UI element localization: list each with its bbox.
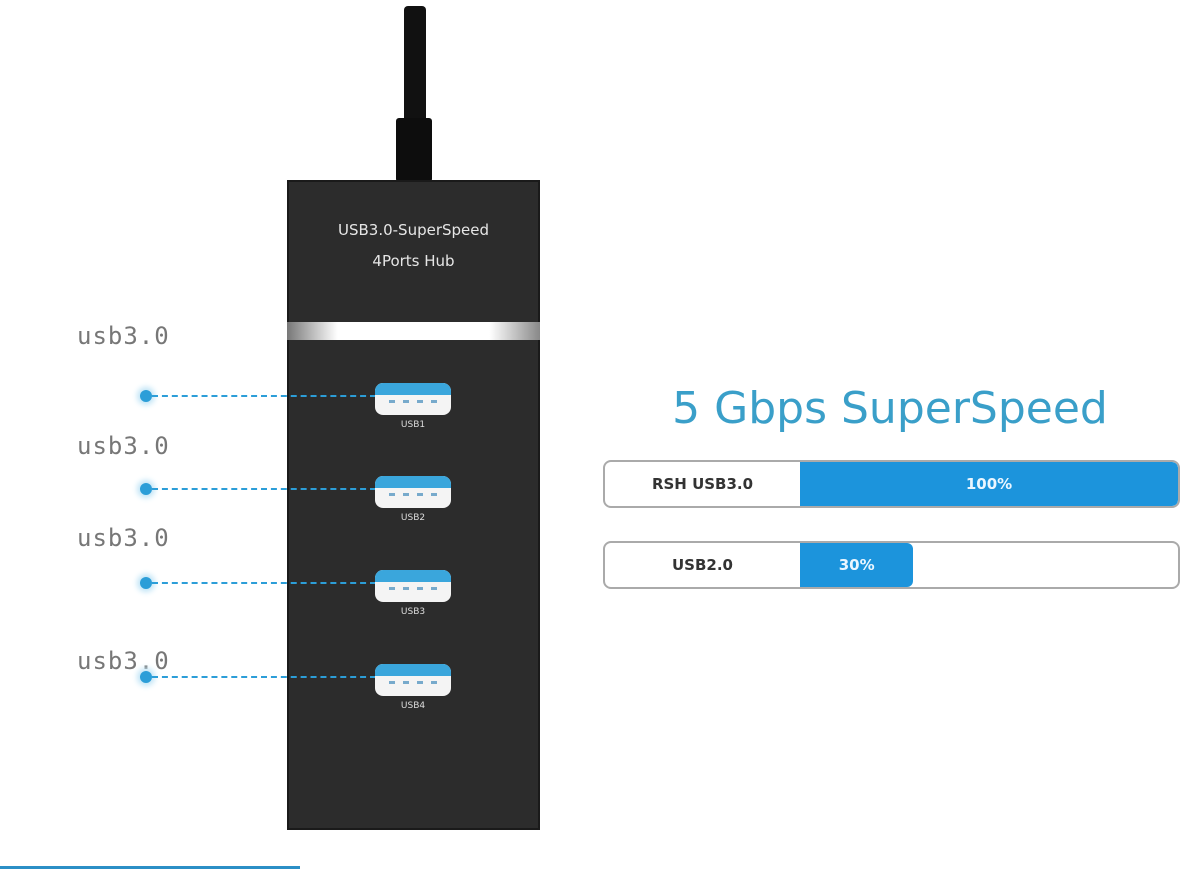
connector-dot-icon	[140, 577, 152, 589]
usb-port	[375, 664, 451, 696]
connector-dot-icon	[140, 390, 152, 402]
decorative-line	[0, 866, 300, 869]
port-label: USB1	[400, 420, 426, 430]
dashed-connector-line	[152, 488, 376, 490]
port-type-label: usb3.0	[77, 322, 170, 350]
bar-fill: 30%	[800, 543, 914, 587]
dashed-connector-line	[152, 582, 376, 584]
port-label: USB2	[400, 513, 426, 523]
silver-band	[287, 322, 540, 340]
cable-connector	[396, 118, 432, 182]
hub-title-line2: 4Ports Hub	[372, 252, 455, 270]
usb-port	[375, 476, 451, 508]
port-type-label: usb3.0	[77, 524, 170, 552]
connector-dot-icon	[140, 483, 152, 495]
speed-title: 5 Gbps SuperSpeed	[672, 383, 1108, 434]
usb-cable	[404, 6, 426, 126]
bar-fill: 100%	[800, 462, 1178, 506]
port-label: USB3	[400, 607, 426, 617]
port-type-label: usb3.0	[77, 432, 170, 460]
speed-bar-usb3: RSH USB3.0 100%	[603, 460, 1180, 508]
port-type-label: usb3.0	[77, 647, 170, 675]
usb-port	[375, 383, 451, 415]
speed-bar-usb2: USB2.0 30%	[603, 541, 1180, 589]
port-label: USB4	[400, 701, 426, 711]
usb-port	[375, 570, 451, 602]
dashed-connector-line	[152, 676, 376, 678]
connector-dot-icon	[140, 671, 152, 683]
hub-title-line1: USB3.0-SuperSpeed	[337, 221, 490, 239]
dashed-connector-line	[152, 395, 376, 397]
bar-label: USB2.0	[672, 556, 733, 574]
bar-label: RSH USB3.0	[651, 475, 754, 493]
